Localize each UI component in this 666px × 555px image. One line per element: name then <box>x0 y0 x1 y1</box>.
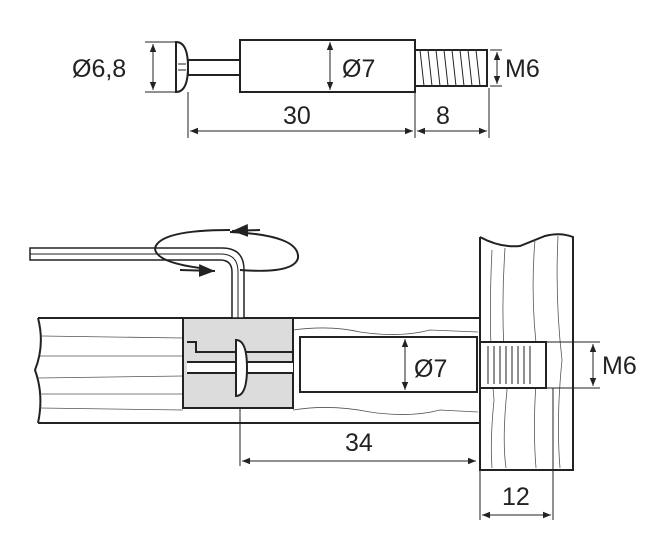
bolt-body <box>299 336 478 393</box>
bolt-head <box>235 338 249 398</box>
length-body-label: 30 <box>283 102 311 130</box>
rotation-arrow-icon <box>153 224 300 277</box>
bolt-body <box>239 39 416 93</box>
bolt-top-view: Ø6,8 Ø7 M6 30 8 <box>72 39 540 138</box>
length-thread-label: 8 <box>436 102 450 130</box>
head-diameter-label: Ø6,8 <box>72 55 126 83</box>
vertical-panel <box>479 233 574 471</box>
panel-thickness-label: 12 <box>502 483 530 511</box>
bolt-shaft <box>187 59 241 76</box>
horizontal-board <box>33 317 480 424</box>
bolt-thread <box>414 49 488 87</box>
bolt-head <box>175 40 190 94</box>
assembly-body-diameter-label: Ø7 <box>414 355 447 383</box>
body-diameter-label: Ø7 <box>342 55 375 83</box>
assembly-thread-label: M6 <box>602 352 637 380</box>
thread-insert <box>479 341 547 389</box>
distance-label: 34 <box>345 429 373 457</box>
hex-key-icon <box>29 247 245 319</box>
assembly-view: Ø7 M6 34 12 <box>29 224 637 520</box>
thread-label: M6 <box>505 55 540 83</box>
cam-housing <box>182 317 294 409</box>
